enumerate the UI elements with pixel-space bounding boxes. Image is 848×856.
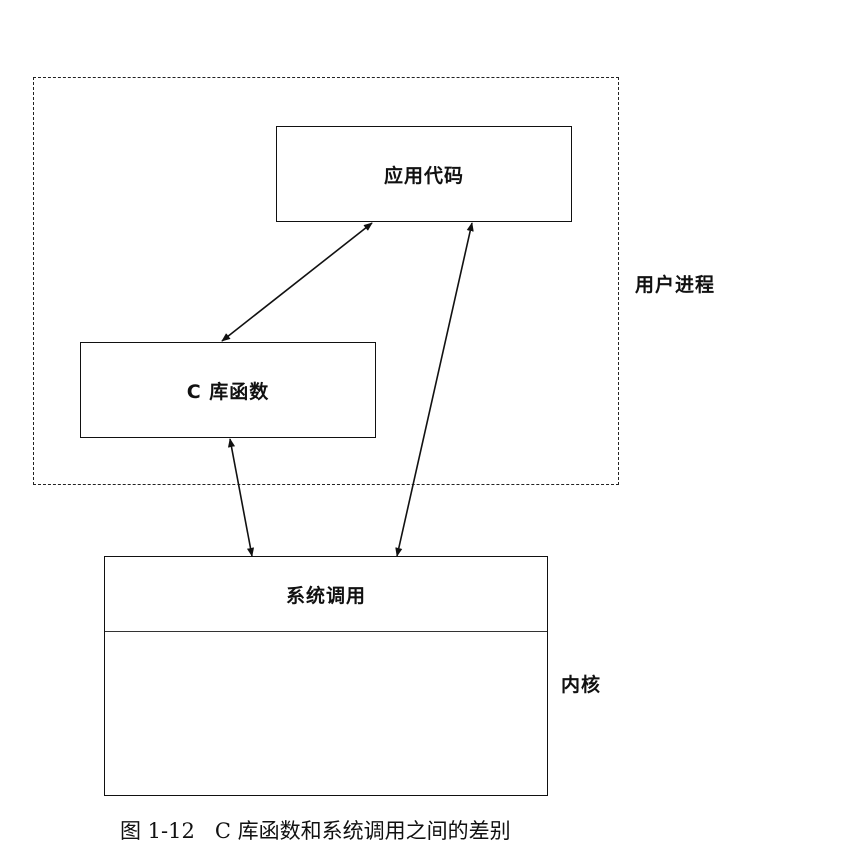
system-call-section: 系统调用 bbox=[105, 557, 547, 632]
figure-caption: 图 1-12 C 库函数和系统调用之间的差别 bbox=[120, 819, 511, 843]
kernel-label: 内核 bbox=[561, 674, 602, 696]
app-code-box: 应用代码 bbox=[276, 126, 572, 222]
user-process-label: 用户进程 bbox=[635, 274, 716, 296]
kernel-box: 系统调用 bbox=[104, 556, 548, 796]
c-library-label: C 库函数 bbox=[186, 380, 270, 403]
user-process-region bbox=[33, 77, 619, 485]
system-call-label: 系统调用 bbox=[285, 584, 366, 607]
app-code-label: 应用代码 bbox=[383, 164, 464, 187]
c-library-box: C 库函数 bbox=[80, 342, 376, 438]
